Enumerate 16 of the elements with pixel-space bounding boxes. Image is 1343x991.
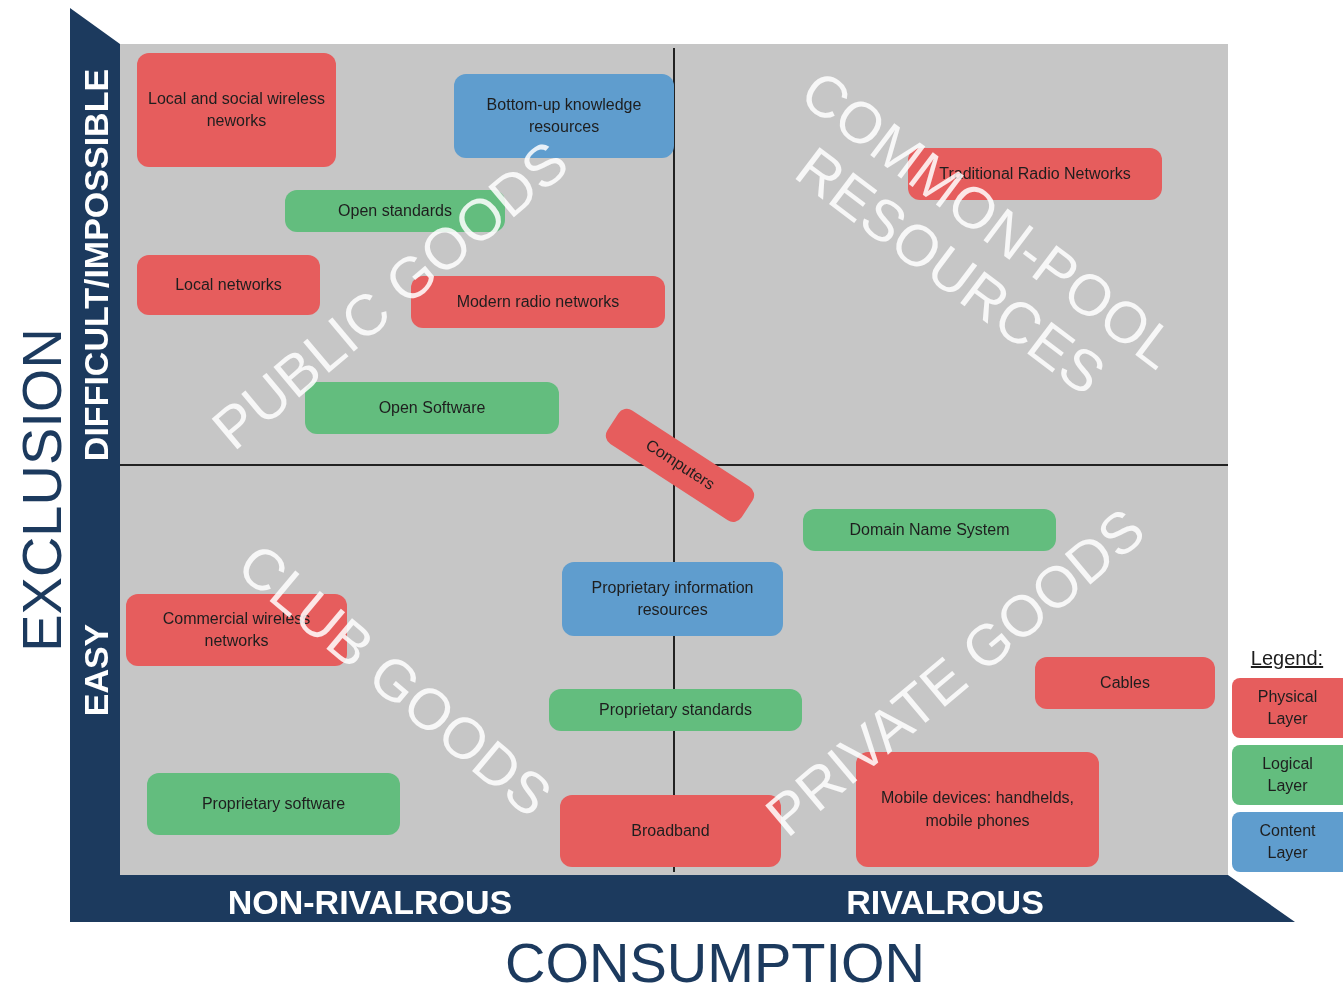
layer-box: Local networks [137, 255, 320, 315]
legend-text: Physical Layer [1256, 686, 1319, 729]
layer-box: Proprietary standards [549, 689, 802, 731]
axis-category: RIVALROUS [846, 884, 1044, 922]
legend-text: Content Layer [1258, 820, 1317, 863]
legend-title: Legend: [1250, 647, 1324, 669]
axis-category: EASY [78, 623, 116, 717]
axis-title: EXCLUSION [11, 328, 73, 652]
legend-text: Logical Layer [1261, 753, 1314, 796]
axis-title: CONSUMPTION [505, 932, 925, 991]
layer-box: Proprietary software [147, 773, 400, 835]
axis-category: DIFFICULT/IMPOSSIBLE [78, 68, 116, 462]
axis-category: NON-RIVALROUS [227, 884, 513, 922]
layer-box: Cables [1035, 657, 1215, 709]
layer-box: Local and social wireless neworks [137, 53, 336, 167]
layer-box: Proprietary information resources [562, 562, 783, 636]
